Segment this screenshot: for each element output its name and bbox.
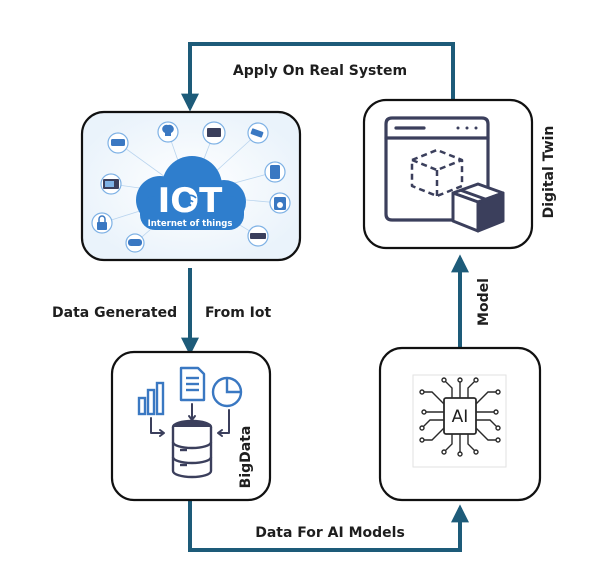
- iot-node: IOT Internet of things: [80, 110, 302, 262]
- wifi-icon: [183, 194, 197, 207]
- iot-subtitle: Internet of things: [148, 219, 233, 229]
- iot-device-icons: [91, 121, 291, 253]
- label-from-iot: From Iot: [205, 305, 271, 321]
- database-icon: [171, 419, 213, 479]
- label-data-generated: Data Generated: [52, 305, 177, 321]
- digital-twin-label: Digital Twin: [541, 126, 557, 219]
- arrow-apply-real-system: [181, 42, 455, 112]
- flow-arrows-icon: [150, 403, 230, 437]
- connectors: [181, 42, 469, 552]
- digital-twin-node: Digital Twin: [362, 98, 557, 250]
- bigdata-label: BigData: [238, 426, 254, 489]
- bar-chart-icon: [137, 381, 165, 416]
- ai-node: AI: [378, 346, 542, 502]
- browser-window-icon: [384, 116, 490, 222]
- ai-chip-text: AI: [452, 407, 469, 427]
- label-apply-real-system: Apply On Real System: [233, 63, 407, 79]
- document-icon: [179, 366, 206, 402]
- label-data-for-ai-models: Data For AI Models: [255, 525, 405, 541]
- arrow-data-for-ai: [188, 500, 469, 552]
- bigdata-node: BigData: [110, 350, 272, 502]
- ai-chip-icon: [419, 377, 501, 457]
- pie-chart-icon: [211, 376, 243, 408]
- iot-cloud: [136, 156, 246, 230]
- digital-twin-box: [362, 98, 534, 250]
- label-model: Model: [476, 278, 492, 326]
- dashed-cube-icon: [410, 148, 464, 198]
- package-box-icon: [451, 182, 505, 233]
